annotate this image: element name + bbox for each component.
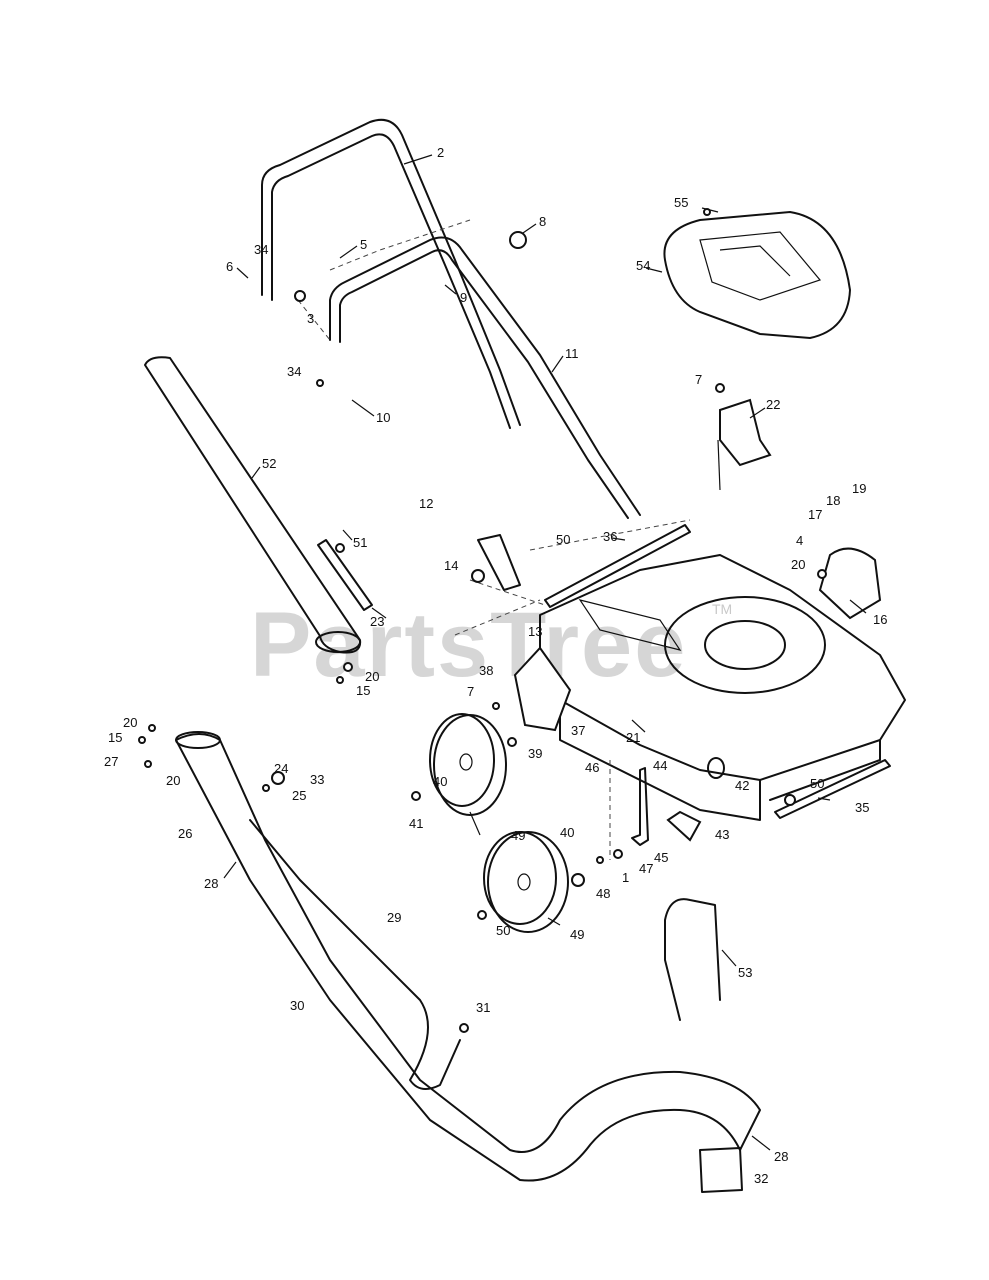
wheel-rear [429,713,507,816]
callout-6: 6 [226,259,233,274]
callout-30: 30 [290,998,304,1013]
callout-22: 22 [766,397,780,412]
callout-37: 37 [571,723,585,738]
callout-26: 26 [178,826,192,841]
callout-49-bottom: 49 [570,927,584,942]
callout-40-bottom: 40 [560,825,574,840]
rear-axle-36 [544,524,691,608]
callout-20-left-top: 20 [123,715,137,730]
bracket-16 [818,547,882,620]
callout-48: 48 [596,886,610,901]
callout-40-top: 40 [433,774,447,789]
watermark: PartsTree TM [250,594,732,696]
callout-52: 52 [262,456,276,471]
lever-45 [631,767,649,846]
callout-15-left: 15 [108,730,122,745]
callout-49-top: 49 [511,828,525,843]
leader-22 [717,439,721,491]
callout-28-top: 28 [204,876,218,891]
callout-43: 43 [715,827,729,842]
callout-54: 54 [636,258,650,273]
callout-13: 13 [528,624,542,639]
bag-tube [144,356,362,654]
wheel-front [483,831,569,933]
callout-15-mid: 15 [356,683,370,698]
tube-53 [664,898,721,1021]
callout-23: 23 [370,614,384,629]
callout-19: 19 [852,481,866,496]
callout-20-left: 20 [166,773,180,788]
callout-44: 44 [653,758,667,773]
part-42 [707,757,725,779]
hardware-parts [138,208,827,1033]
callout-34-top: 34 [254,242,268,257]
callout-50-bottom: 50 [496,923,510,938]
callout-16: 16 [873,612,887,627]
callout-14: 14 [444,558,458,573]
callout-46: 46 [585,760,599,775]
callout-4: 4 [796,533,803,548]
callout-20-right: 20 [791,557,805,572]
callout-25: 25 [292,788,306,803]
callout-34-mid: 34 [287,364,301,379]
callout-1: 1 [622,870,629,885]
callout-39: 39 [528,746,542,761]
callout-3: 3 [307,311,314,326]
upper-handle [261,118,521,429]
callout-20-mid: 20 [365,669,379,684]
assembly-lines [297,219,691,860]
callout-36: 36 [603,529,617,544]
bracket-22 [719,398,772,467]
callout-38: 38 [479,663,493,678]
callout-55: 55 [674,195,688,210]
callout-10: 10 [376,410,390,425]
callout-33: 33 [310,772,324,787]
callout-29: 29 [387,910,401,925]
callout-31: 31 [476,1000,490,1015]
callout-27: 27 [104,754,118,769]
callout-8: 8 [539,214,546,229]
callout-9: 9 [460,290,467,305]
bracket-43 [666,810,702,842]
callout-47: 47 [639,861,653,876]
callout-5: 5 [360,237,367,252]
callout-11: 11 [565,346,579,361]
callout-45: 45 [654,850,668,865]
watermark-trademark: TM [712,601,732,617]
callout-18: 18 [826,493,840,508]
height-adjuster-37 [513,646,572,732]
callout-leaders [223,154,867,1151]
callout-42: 42 [735,778,749,793]
callout-17: 17 [808,507,822,522]
callout-21: 21 [626,730,640,745]
watermark-text: PartsTree [250,594,687,696]
lower-handle [329,236,641,591]
callout-50-top: 50 [556,532,570,547]
callout-41: 41 [409,816,423,831]
callout-32: 32 [754,1171,768,1186]
callout-12: 12 [419,496,433,511]
callout-53: 53 [738,965,752,980]
callout-labels: 2 55 8 34 5 6 9 54 3 11 34 7 22 10 52 19… [104,145,887,1186]
callout-2: 2 [437,145,444,160]
support-rod-29 [249,819,461,1090]
callout-28-bottom: 28 [774,1149,788,1164]
callout-51: 51 [353,535,367,550]
callout-7-top: 7 [695,372,702,387]
engine-cover [663,210,852,340]
discharge-chute [175,731,761,1193]
callout-35: 35 [855,800,869,815]
front-axle-35 [774,759,891,819]
callout-7-mid: 7 [467,684,474,699]
callout-50-right: 50 [810,776,824,791]
bracket-23 [317,539,373,611]
